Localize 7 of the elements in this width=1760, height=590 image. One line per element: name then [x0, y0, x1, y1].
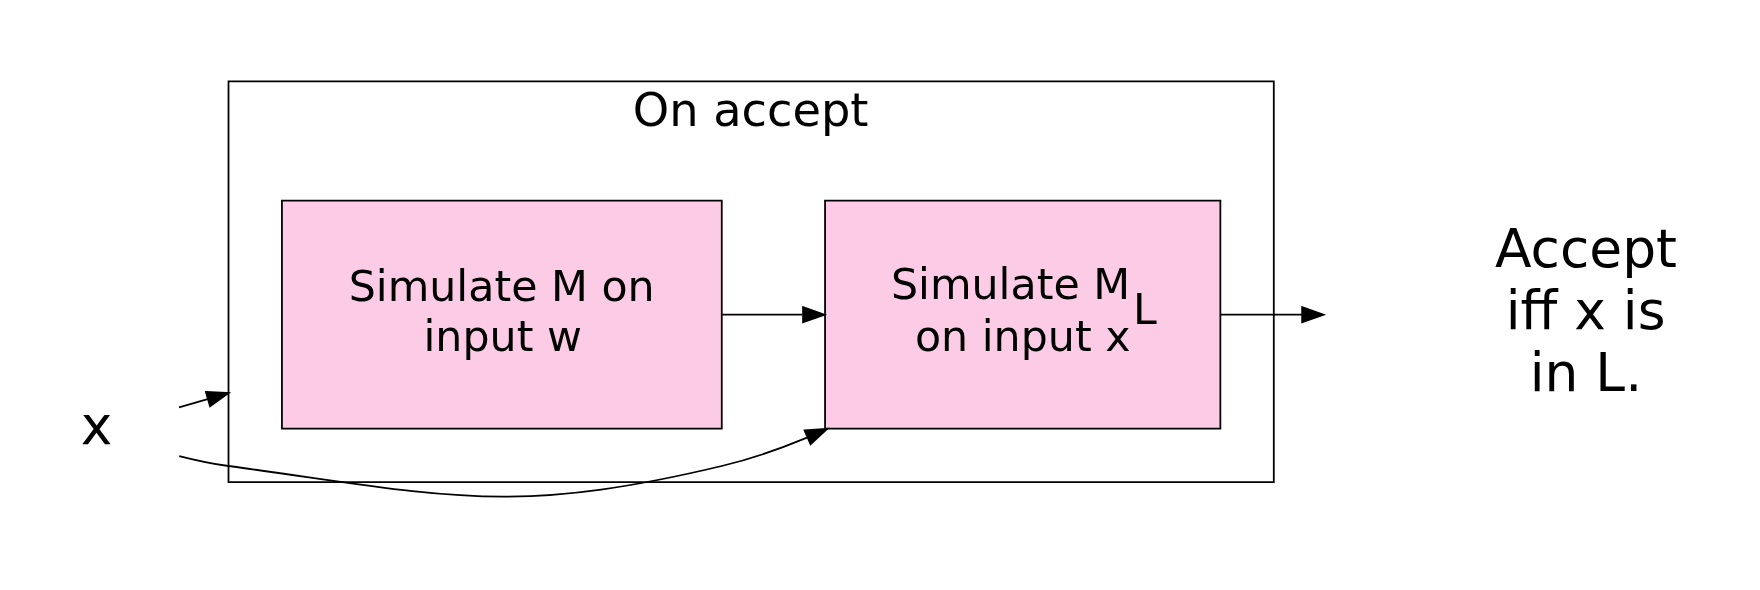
node-text: x [80, 393, 113, 457]
arrow [721, 305, 828, 323]
label: Accept iff x is in L. [1494, 216, 1678, 404]
arrow [178, 390, 232, 408]
arrow [1219, 305, 1327, 323]
node-box: Simulate M on input w [281, 199, 723, 429]
arrow [178, 427, 830, 497]
